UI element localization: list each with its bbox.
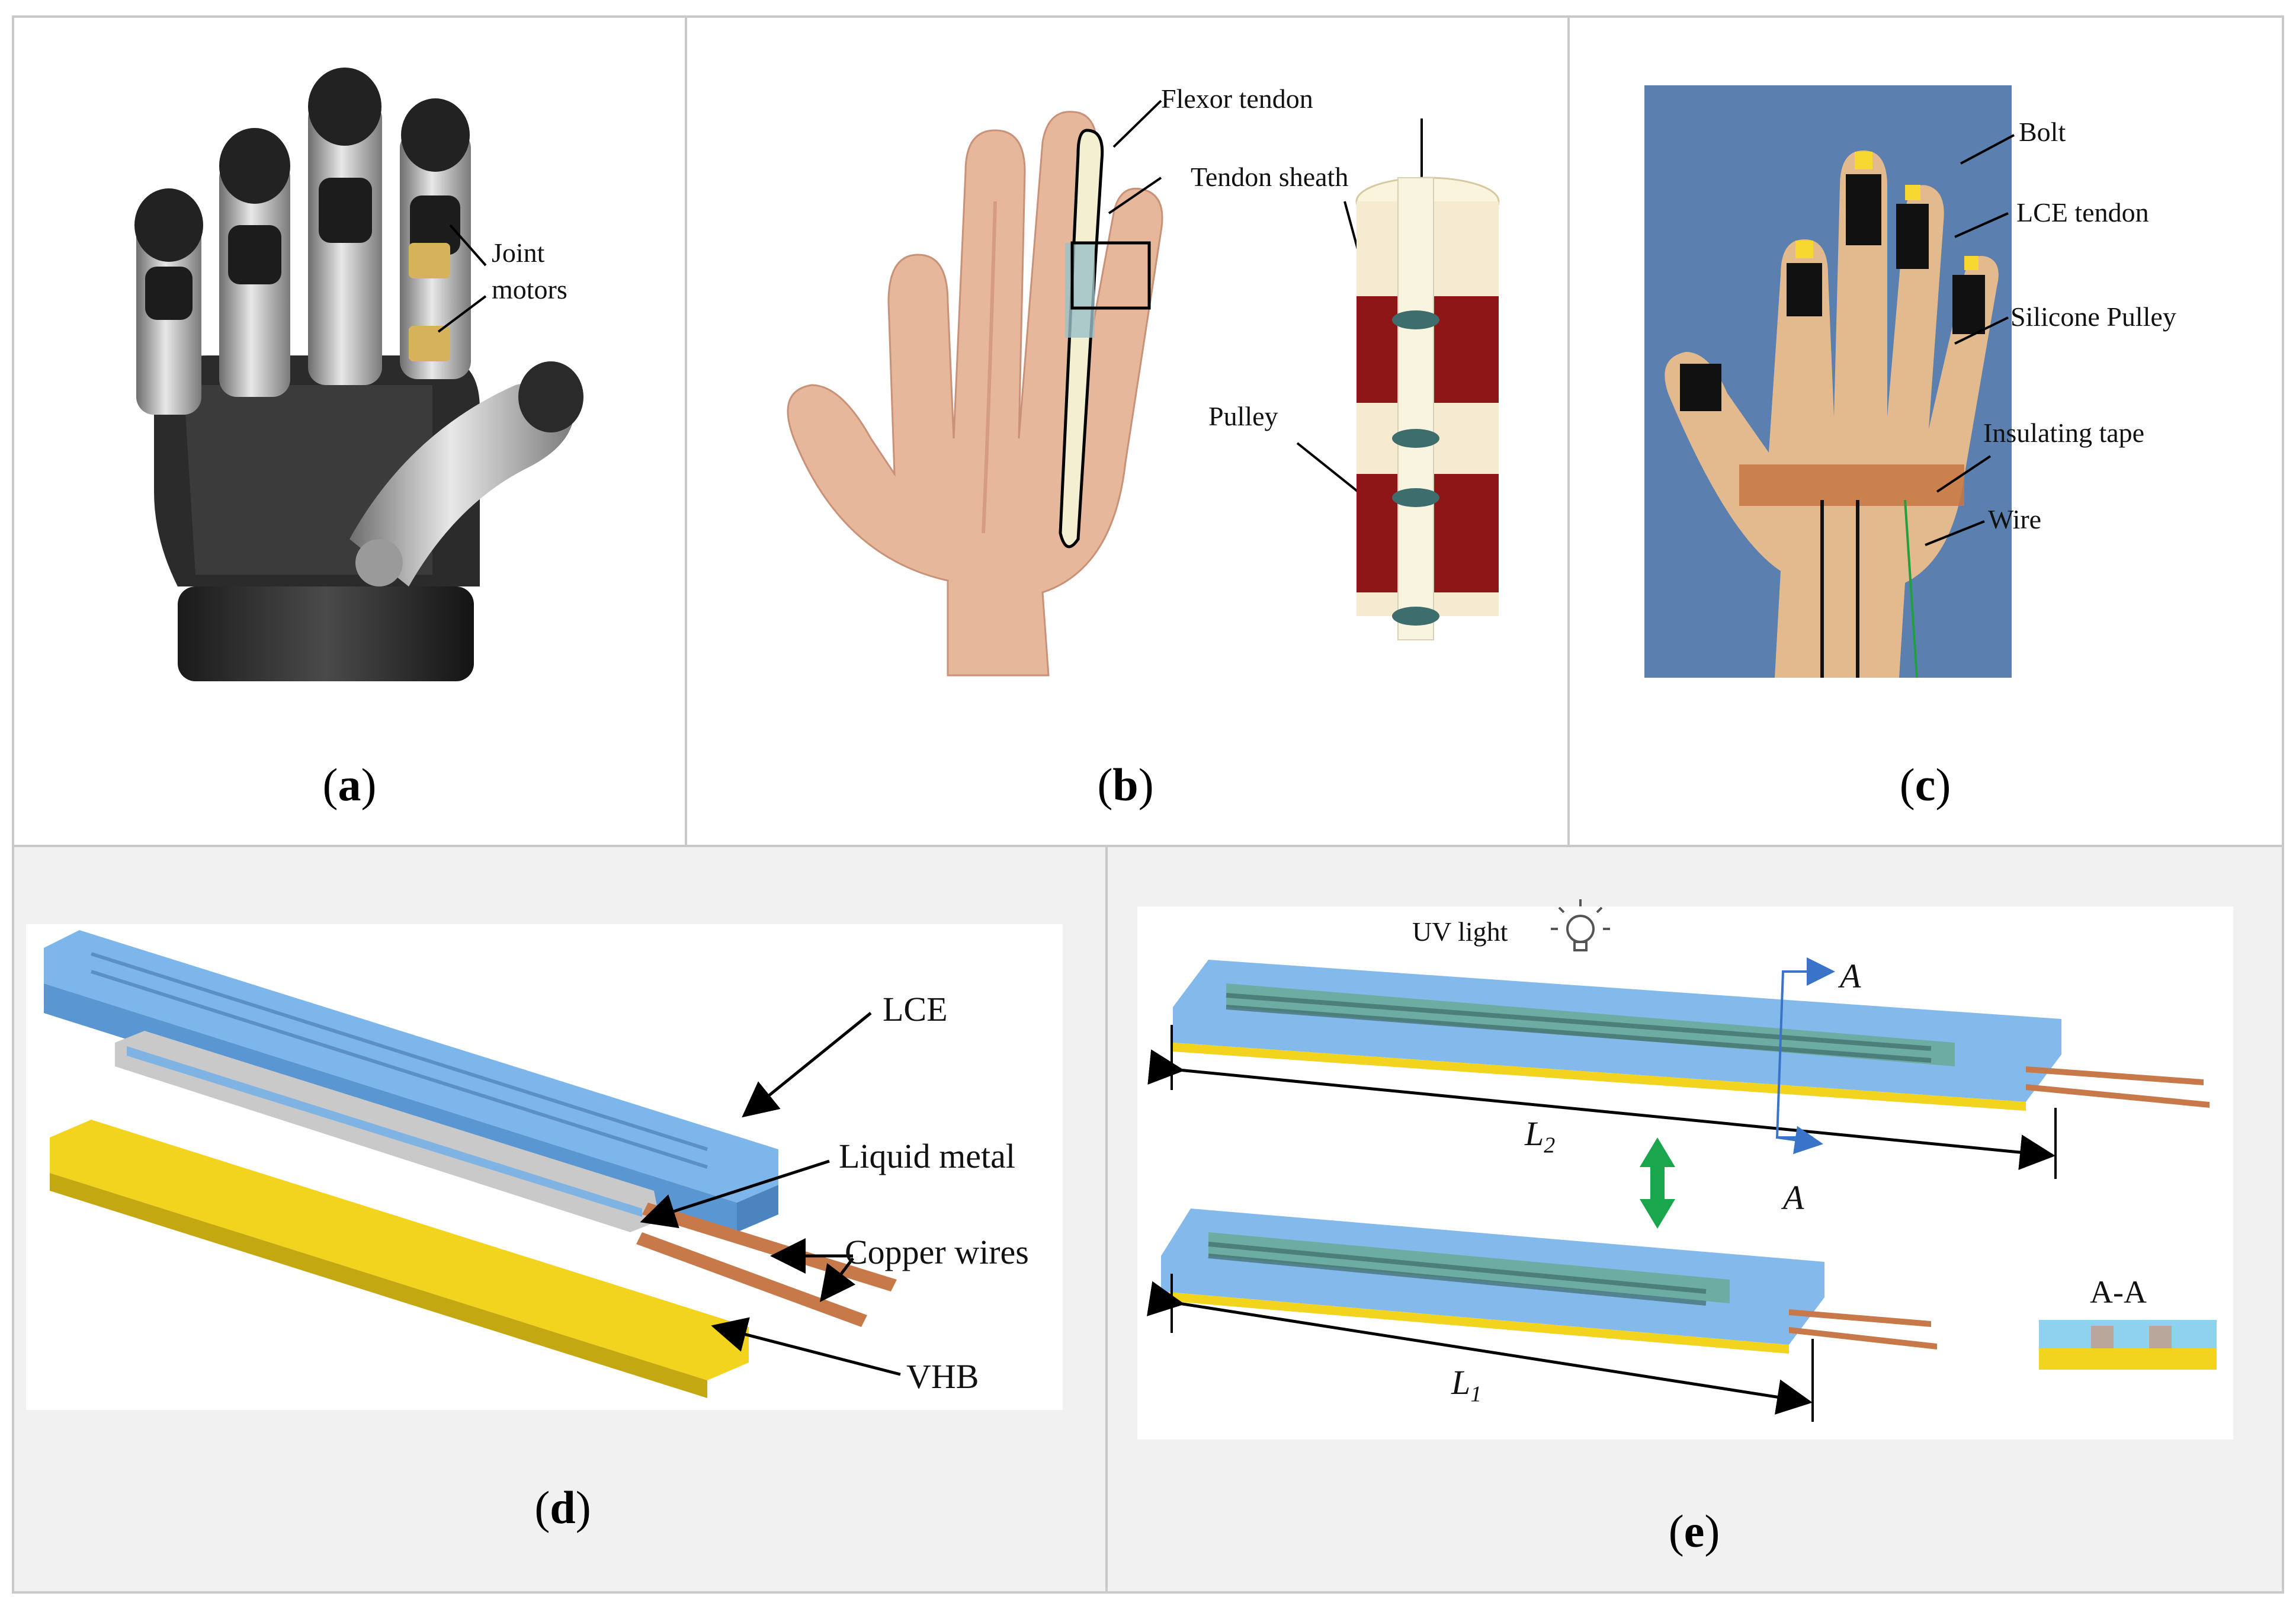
- section-mark-bottom: A: [1783, 1178, 1804, 1217]
- pulley-cylinder: [1355, 177, 1500, 640]
- liquid-metal-label: Liquid metal: [839, 1137, 1015, 1175]
- exploded-actuator-render: [26, 924, 1063, 1410]
- panel-b-caption: (b): [1097, 759, 1154, 810]
- panel-e-caption: (e): [1668, 1505, 1720, 1557]
- lce-label: LCE: [883, 990, 948, 1028]
- wire-label: Wire: [1988, 504, 2042, 534]
- lce-tendon-label: LCE tendon: [2016, 197, 2149, 227]
- panel-c-caption: (c): [1899, 759, 1951, 810]
- human-hand-image: [787, 111, 1163, 677]
- flexor-tendon-label: Flexor tendon: [1161, 84, 1313, 114]
- bolt-label: Bolt: [2019, 117, 2066, 147]
- joint-motors-label-line1: Joint: [492, 238, 545, 268]
- tendon-sheath-label: Tendon sheath: [1191, 162, 1349, 192]
- length-l2-label: L2: [1525, 1114, 1556, 1158]
- copper-wires-label: Copper wires: [845, 1233, 1029, 1271]
- lce-hand-photo: [1644, 85, 2012, 678]
- light-bulb-icon: [1551, 899, 1610, 951]
- section-view-label: A-A: [2090, 1274, 2147, 1310]
- panel-d-caption: (d): [534, 1482, 591, 1533]
- section-mark-top: A: [1840, 957, 1861, 995]
- double-arrow-icon: [1640, 1137, 1675, 1229]
- length-l1-label: L1: [1451, 1363, 1482, 1407]
- uv-light-label: UV light: [1412, 916, 1508, 947]
- silicone-pulley-label: Silicone Pulley: [2010, 302, 2176, 332]
- vhb-label: VHB: [906, 1357, 979, 1396]
- robotic-hand-image: [134, 68, 583, 681]
- insulating-tape-label: Insulating tape: [1983, 418, 2145, 448]
- pulley-label: Pulley: [1208, 401, 1278, 431]
- joint-motors-label-line2: motors: [492, 274, 567, 305]
- panel-a-caption: (a): [322, 759, 377, 810]
